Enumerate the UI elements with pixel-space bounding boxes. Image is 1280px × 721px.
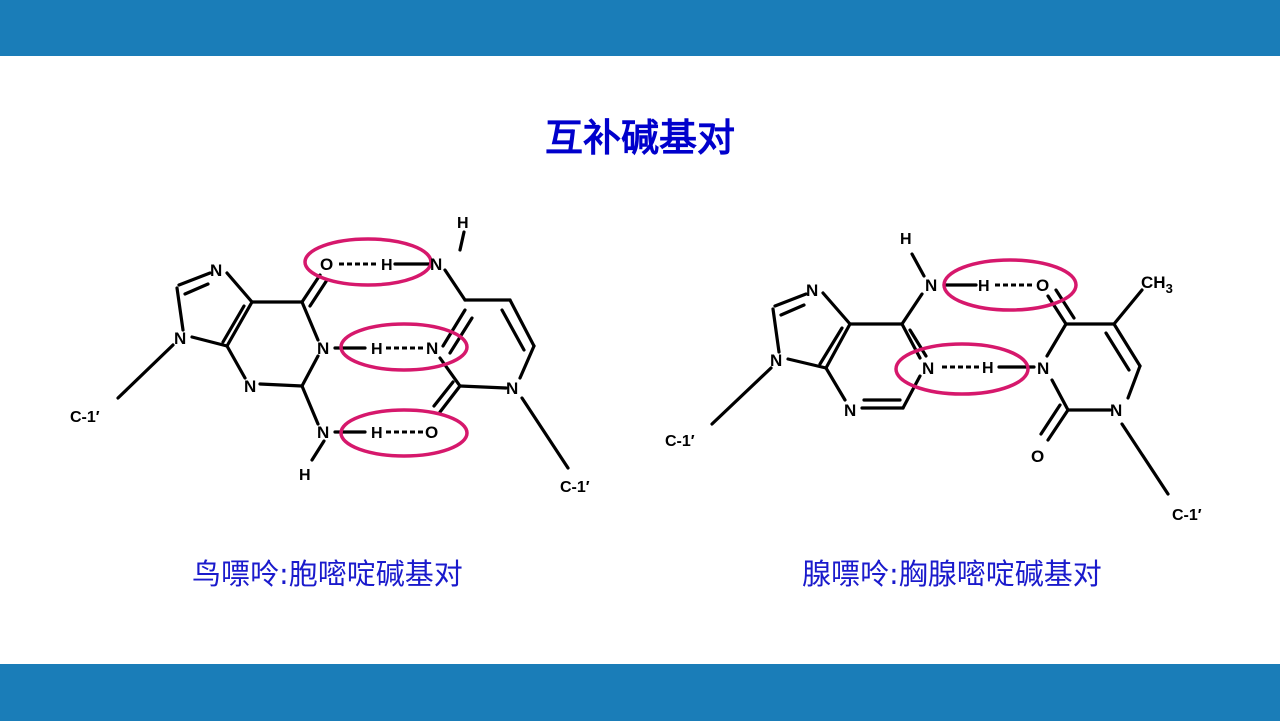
sugar-attachment-label: C-1′	[1172, 507, 1202, 524]
highlight-ellipse	[339, 408, 469, 458]
atom-label-h: H	[371, 341, 383, 358]
atom-label-o: O	[1031, 447, 1044, 466]
atom-label-n: N	[1037, 359, 1049, 378]
atom-label-n: N	[925, 276, 937, 295]
atom-label-n: N	[210, 261, 222, 280]
highlight-ellipse	[339, 322, 469, 372]
at-pair-caption: 腺嘌呤:胸腺嘧啶碱基对	[802, 557, 1102, 591]
guanine-cytosine-pair: N N N N N H O H N H H N H O N C-1′ C-1′	[70, 215, 590, 496]
atom-label-o: O	[320, 255, 333, 274]
atom-label-n: N	[174, 329, 186, 348]
highlight-ellipse	[942, 258, 1078, 312]
atom-label-n: N	[770, 351, 782, 370]
atom-label-n: N	[430, 255, 442, 274]
atom-label-h: H	[457, 215, 469, 232]
atom-label-o: O	[1036, 276, 1049, 295]
atom-label-h: H	[381, 257, 393, 274]
gc-bonds	[116, 230, 570, 470]
slide-title: 互补碱基对	[544, 116, 735, 160]
sugar-attachment-label: C-1′	[560, 479, 590, 496]
atom-label-n: N	[806, 281, 818, 300]
atom-label-n: N	[506, 379, 518, 398]
bottom-banner	[0, 664, 1280, 721]
at-highlight-rings	[894, 258, 1078, 396]
atom-label-h: H	[299, 467, 311, 484]
at-atom-labels: N N N N H N H O H N N O CH3 C-1′ C-1′	[665, 231, 1202, 524]
gc-atom-labels: N N N N N H O H N H H N H O N C-1′ C-1′	[70, 215, 590, 496]
at-hydrogen-bonds	[942, 283, 1034, 369]
sugar-attachment-label: C-1′	[70, 409, 100, 426]
atom-label-h: H	[982, 360, 994, 377]
at-bonds	[710, 252, 1170, 496]
atom-label-h: H	[371, 425, 383, 442]
atom-label-n: N	[922, 359, 934, 378]
atom-label-h: H	[978, 278, 990, 295]
atom-label-n: N	[844, 401, 856, 420]
methyl-label: CH3	[1141, 273, 1173, 296]
atom-label-o: O	[425, 423, 438, 442]
methyl-subscript: 3	[1166, 281, 1173, 296]
top-banner	[0, 0, 1280, 56]
methyl-ch: CH	[1141, 273, 1166, 292]
atom-label-n: N	[426, 339, 438, 358]
gc-pair-caption: 鸟嘌呤:胞嘧啶碱基对	[192, 557, 463, 591]
atom-label-n: N	[1110, 401, 1122, 420]
atom-label-n: N	[317, 423, 329, 442]
atom-label-n: N	[317, 339, 329, 358]
atom-label-n: N	[244, 377, 256, 396]
highlight-ellipse	[894, 342, 1030, 396]
sugar-attachment-label: C-1′	[665, 433, 695, 450]
atom-label-h: H	[900, 231, 912, 248]
adenine-thymine-pair: N N N N H N H O H N N O CH3 C-1′ C-1′	[665, 231, 1202, 524]
gc-highlight-rings	[303, 237, 469, 458]
highlight-ellipse	[303, 237, 433, 287]
gc-hydrogen-bonds	[339, 262, 426, 434]
